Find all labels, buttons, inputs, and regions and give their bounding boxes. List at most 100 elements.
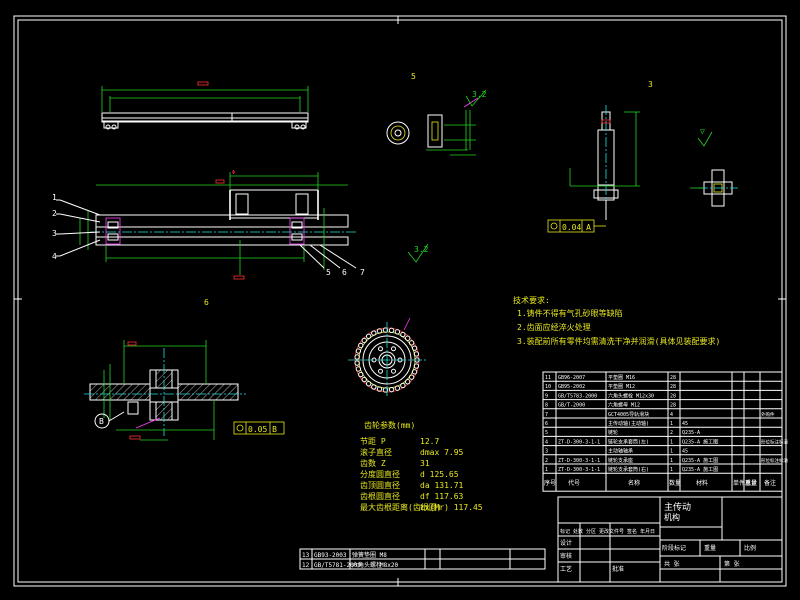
sprocket-tooth (413, 363, 420, 369)
parts-header-qty: 数量 (669, 479, 681, 487)
parts-cell-no: 5 (545, 430, 548, 436)
balloon-5: 5 (326, 268, 331, 277)
datum-b-marker: B (94, 411, 125, 429)
lower-row-no: 13 (302, 552, 310, 559)
sprocket-tooth (371, 330, 377, 336)
svg-text:0.04 A: 0.04 A (562, 223, 591, 232)
title-block: 主传动 机构 标记 处数 分区 更改文件号 签名 年月日 设计 审核 工艺 批准… (557, 496, 783, 583)
balloon-6: 6 (342, 268, 347, 277)
parts-cell-name: 链轮支承座 (608, 457, 633, 464)
sprocket-tooth (400, 382, 406, 389)
weight-label: 重量 (704, 544, 716, 552)
parts-cell-name: 链轮支承套筒(左) (608, 438, 649, 445)
sprocket-tooth (408, 374, 415, 380)
balloon-1: 1 (52, 193, 57, 202)
parts-header-material: 材料 (696, 479, 708, 487)
parts-cell-qty: 1 (670, 467, 673, 473)
parts-cell-note: 形位标注标清 (761, 438, 788, 445)
parts-cell-code: GB95-2002 (558, 384, 585, 390)
parts-cell-no: 1 (545, 467, 548, 473)
parts-cell-qty: 28 (670, 384, 676, 390)
parts-cell-note: 形位标注标清 (761, 457, 788, 464)
svg-text:B: B (99, 417, 104, 426)
parts-header-no: 序号 (544, 479, 556, 487)
parts-header-name: 名称 (628, 479, 640, 487)
lower-row-name: 弹簧垫圈 M8 (352, 551, 387, 559)
parts-cell-no: 7 (545, 412, 548, 418)
gear-param-label: 齿顶圆直径 (360, 480, 400, 490)
parts-cell-qty: 4 (670, 412, 673, 418)
parts-cell-qty: 28 (670, 393, 676, 399)
lower-row-no: 12 (302, 562, 310, 569)
approve-label: 批准 (612, 565, 624, 573)
geometric-tolerance-bottom: 0.05 B (233, 421, 285, 435)
parts-cell-no: 4 (545, 439, 548, 445)
sprocket-tooth (413, 351, 420, 357)
gear-param-label: 滚子直径 (360, 447, 392, 457)
sprocket-bolt-hole (378, 346, 383, 352)
lower-row-code: GB/T5781-2000 (314, 562, 361, 569)
gear-param-label: 齿数 Z (360, 458, 386, 468)
gear-param-label: 节距 P (360, 437, 386, 446)
parts-cell-qty: 28 (670, 375, 676, 381)
parts-cell-qty: 2 (670, 430, 673, 436)
svg-text:3.2: 3.2 (414, 245, 429, 254)
lower-row-name: 六角头螺栓 (352, 561, 382, 569)
parts-cell-no: 2 (545, 458, 548, 464)
sprocket-tooth (358, 371, 364, 378)
roughness-mark-mid: 3.2 (407, 243, 429, 263)
parts-cell-name: 平垫圈 M16 (608, 374, 635, 381)
parts-cell-no: 10 (545, 384, 551, 390)
drawing-subtitle: 机构 (664, 512, 680, 522)
check-label: 审核 (560, 552, 572, 560)
balloon-4: 4 (52, 252, 57, 261)
balloon-7: 7 (360, 268, 365, 277)
gear-param-value: d 125.65 (420, 470, 459, 479)
outer-frame (13, 15, 787, 587)
parts-cell-qty: 1 (670, 449, 673, 455)
sheet-no: 第 张 (724, 560, 740, 568)
gear-param-label: 最大齿根距离(齿根圆) (360, 502, 442, 512)
sprocket-tooth (404, 335, 411, 341)
gear-param-label: 齿根圆直径 (360, 491, 400, 501)
sprocket-tooth (354, 354, 360, 360)
lower-row-note: M8x20 (380, 562, 398, 569)
sprocket-tooth (361, 376, 367, 383)
parts-cell-code: ZT-D-300-3-1-1 (558, 458, 600, 464)
sprocket-tooth (404, 379, 411, 385)
view-label-5: 5 (411, 72, 416, 81)
parts-cell-name: 六角头螺栓 M12x30 (608, 392, 654, 399)
gear-params-title: 齿轮参数(mm) (364, 420, 415, 430)
parts-cell-qty: 1 (670, 421, 673, 427)
section-view-6 (84, 340, 246, 441)
view-3-detail (569, 105, 738, 220)
sprocket-view (348, 317, 426, 398)
sprocket-tooth (355, 348, 362, 354)
sprocket-tooth (382, 327, 389, 333)
svg-text:Φ: Φ (232, 170, 235, 176)
parts-cell-no: 8 (545, 403, 548, 409)
view-label-6: 6 (204, 298, 209, 307)
sprocket-tooth (400, 331, 406, 338)
revision-headers: 标记 处数 分区 更改文件号 签名 年月日 (560, 528, 655, 535)
gear-params-table: 节距 P 12.7 滚子直径 dmax 7.95 齿数 Z 31 分度圆直径 d… (360, 437, 483, 512)
tech-requirement-3: 3.装配前所有零件均需清洗干净并润滑(具体见装配要求) (517, 336, 720, 346)
sprocket-tooth (388, 386, 395, 393)
sprocket-bolt-hole (378, 368, 383, 374)
parts-cell-name: 链轮支承套筒(右) (608, 466, 649, 473)
tech-requirements-title: 技术要求: (513, 295, 550, 305)
gear-param-label: 分度圆直径 (360, 469, 400, 479)
parts-cell-no: 11 (545, 375, 551, 381)
parts-cell-qty: 1 (670, 439, 673, 445)
sprocket-tooth (365, 381, 372, 387)
sprocket-tooth (411, 345, 418, 351)
parts-cell-note: 外购件 (761, 411, 775, 418)
parts-cell-no: 3 (545, 449, 548, 455)
sprocket-tooth (408, 340, 415, 346)
parts-cell-code: GB/T-2000 (558, 403, 585, 409)
parts-header-note: 备注 (764, 479, 776, 487)
parts-cell-name: 主动轴轴承 (608, 448, 633, 455)
drawing-title: 主传动 (664, 501, 691, 513)
main-assembly-view: Φ (56, 170, 357, 280)
